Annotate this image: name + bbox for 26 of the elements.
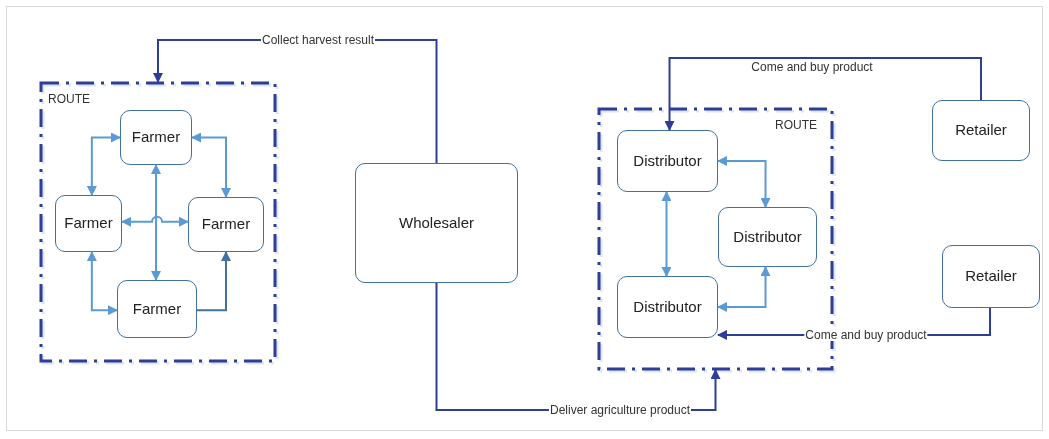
connector-arrow: [86, 132, 121, 196]
rounded-box: Farmer: [117, 280, 197, 338]
connector-arrow: [664, 57, 982, 131]
connector-arrow: [121, 215, 189, 227]
connector-arrow: [717, 266, 771, 312]
rounded-box: Distributor: [718, 207, 817, 267]
edge-label: Deliver agriculture product: [548, 404, 692, 416]
group-title: ROUTE: [775, 117, 817, 134]
rounded-box: Retailer: [942, 245, 1040, 308]
rounded-box: Farmer: [55, 195, 122, 252]
connector-arrow: [86, 251, 118, 316]
connector-arrow: [661, 191, 672, 277]
connector-arrow: [151, 164, 161, 281]
connector-arrow: [196, 251, 231, 312]
rounded-box: Distributor: [617, 130, 718, 192]
edge-label: Come and buy product: [804, 329, 928, 341]
edge-label: Come and buy product: [750, 61, 874, 73]
rounded-box: Farmer: [120, 110, 192, 165]
connector-arrow: [191, 132, 231, 198]
rounded-box: Distributor: [617, 276, 718, 338]
rounded-box: Wholesaler: [355, 163, 518, 283]
connector-arrow: [717, 156, 771, 208]
group-title: ROUTE: [48, 91, 90, 108]
rounded-box: Farmer: [188, 197, 264, 252]
rounded-box: Retailer: [932, 100, 1030, 161]
edge-label: Collect harvest result: [261, 34, 375, 46]
